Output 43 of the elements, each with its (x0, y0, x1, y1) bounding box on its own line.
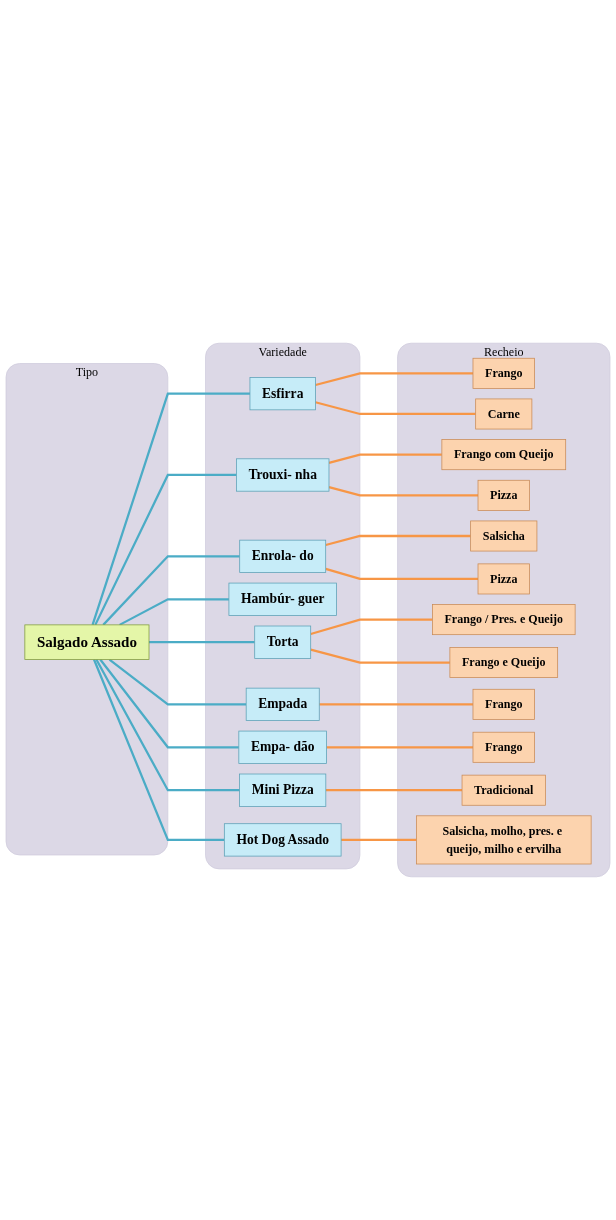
node-box: Torta (254, 625, 312, 659)
node-box: Mini Pizza (239, 773, 327, 807)
node-box: Pizza (477, 563, 530, 595)
node-box: Frango com Queijo (441, 439, 567, 471)
connector (310, 648, 450, 664)
node-box: Frango (472, 357, 535, 389)
node-box: Empa- dão (238, 730, 327, 764)
connector (326, 746, 473, 749)
connector (99, 658, 239, 749)
connector (149, 641, 255, 644)
connector (108, 658, 247, 706)
node-box: Carne (475, 398, 533, 430)
node-box: Hambúr- guer (228, 582, 337, 616)
connector (91, 392, 250, 626)
connector (94, 473, 237, 626)
node-box: Esfirra (249, 377, 316, 411)
connector (310, 618, 433, 636)
connector (315, 401, 476, 416)
connector (341, 838, 417, 842)
node-box: Pizza (477, 479, 530, 511)
connector (325, 567, 478, 581)
node-box: Frango / Pres. e Queijo (432, 604, 576, 636)
node-box: Trouxi- nha (236, 458, 330, 492)
connector (319, 703, 473, 706)
node-box: Salgado Assado (24, 624, 150, 660)
connector (325, 789, 463, 792)
connector (119, 598, 229, 626)
node-box: Salsicha (470, 520, 538, 552)
connector (95, 658, 240, 792)
node-box: Frango e Queijo (449, 647, 559, 678)
connector (325, 534, 471, 547)
connector (92, 659, 225, 842)
connector (102, 555, 240, 626)
node-box: Frango (472, 688, 535, 720)
node-box: Tradicional (461, 774, 546, 806)
connector (315, 372, 473, 387)
node-box: Frango (472, 731, 535, 763)
node-box: Enrola- do (239, 539, 327, 573)
node-box: Empada (245, 687, 320, 721)
node-box: Salsicha, molho, pres. e queijo, milho e ervilha (416, 815, 592, 865)
connector (328, 453, 442, 464)
node-box: Hot Dog Assado (223, 823, 342, 857)
connector (328, 486, 478, 497)
